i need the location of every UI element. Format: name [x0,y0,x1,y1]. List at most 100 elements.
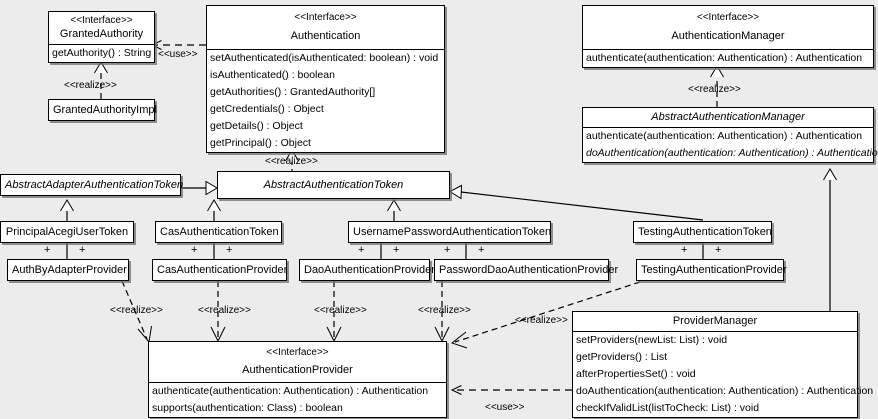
class-members: setProviders(newList: List) : void getPr… [573,331,874,417]
class-stereotype: <<Interface>> [696,12,760,23]
class-header: AbstractAuthenticationManager [583,108,873,127]
assoc-marker-cas-token-left: + [191,244,198,256]
class-members: authenticate(authentication: Authenticat… [583,127,878,162]
assoc-marker-principal-acegi-right: + [79,244,86,256]
class-box-abstract-adapter-authentication-token[interactable]: AbstractAdapterAuthenticationToken [0,174,184,196]
class-header: <<Interface>> AuthenticationProvider [149,342,446,382]
class-member: getProviders() : List [576,351,668,363]
class-name: AuthenticationProvider [242,364,353,376]
edge-castoken-extends-abstracttoken [207,199,221,221]
class-name: DaoAuthenticationProvider [304,264,435,276]
edge-label-use-granted-authority: <<use>> [158,49,198,60]
class-header: AbstractAdapterAuthenticationToken [1,175,184,195]
assoc-marker-testing-token-right: + [715,244,722,256]
class-name: Authentication [290,30,361,42]
class-header: CasAuthenticationProvider [153,260,288,280]
class-member: getDetails() : Object [210,120,303,132]
class-name: AbstractAuthenticationToken [263,179,404,191]
class-header: TestingAuthenticationToken [634,222,772,242]
class-stereotype: <<Interface>> [294,12,357,23]
class-box-username-password-authentication-token[interactable]: UsernamePasswordAuthenticationToken [348,221,551,243]
class-header: TestingAuthenticationProvider [637,260,787,280]
class-box-abstract-authentication-manager[interactable]: AbstractAuthenticationManager authentica… [582,107,878,163]
class-name: GrantedAuthorityImpl [53,104,157,116]
class-box-granted-authority[interactable]: <<Interface>> GrantedAuthority getAuthor… [48,11,155,63]
edge-userpasstoken-extends-abstracttoken [387,199,401,221]
edge-label-realize-granted-authority-impl: <<realize>> [64,80,117,91]
class-header: CasAuthenticationToken [156,222,281,242]
assoc-marker-userpass-token-a-left: + [358,244,365,256]
class-name: GrantedAuthority [59,28,144,40]
class-header: UsernamePasswordAuthenticationToken [349,222,552,242]
class-box-cas-authentication-provider[interactable]: CasAuthenticationProvider [152,259,287,281]
edge-label-use-provider-manager: <<use>> [485,402,525,413]
class-header: PasswordDaoAuthenticationProvider [435,260,619,280]
class-header: <<Interface>> GrantedAuthority [49,12,154,44]
class-name: CasAuthenticationToken [160,226,279,238]
class-members: setAuthenticated(isAuthenticated: boolea… [207,49,444,152]
class-box-password-dao-authentication-provider[interactable]: PasswordDaoAuthenticationProvider [434,259,619,281]
class-box-testing-authentication-provider[interactable]: TestingAuthenticationProvider [636,259,787,281]
class-member: setAuthenticated(isAuthenticated: boolea… [210,52,439,64]
assoc-marker-userpass-token-a-right: + [393,244,400,256]
class-name: PrincipalAcegiUserToken [5,226,129,238]
class-box-authentication-manager[interactable]: <<Interface>> AuthenticationManager auth… [582,5,874,68]
class-name: UsernamePasswordAuthenticationToken [353,226,552,238]
class-member: doAuthentication(authentication: Authent… [586,147,878,159]
class-box-dao-authentication-provider[interactable]: DaoAuthenticationProvider [299,259,435,281]
edge-label-realize-abstract-authentication-manager: <<realize>> [688,84,741,95]
class-box-cas-authentication-token[interactable]: CasAuthenticationToken [155,221,282,243]
class-member: doAuthentication(authentication: Authent… [576,385,874,397]
class-header: DaoAuthenticationProvider [300,260,435,280]
class-box-provider-manager[interactable]: ProviderManager setProviders(newList: Li… [572,311,874,418]
class-member: afterPropertiesSet() : void [576,368,696,380]
class-name: TestingAuthenticationToken [638,226,772,238]
edge-principalacegi-extends-abstractadapter [60,199,74,221]
class-box-authentication-provider[interactable]: <<Interface>> AuthenticationProvider aut… [148,341,447,418]
class-name: CasAuthenticationProvider [157,264,288,276]
class-member: isAuthenticated() : boolean [210,69,335,81]
class-box-testing-authentication-token[interactable]: TestingAuthenticationToken [633,221,772,243]
class-name: TestingAuthenticationProvider [641,264,787,276]
edge-label-realize-cas-authentication-provider: <<realize>> [198,305,251,316]
class-box-abstract-authentication-token[interactable]: AbstractAuthenticationToken [217,171,450,199]
class-box-principal-acegi-user-token[interactable]: PrincipalAcegiUserToken [0,221,134,243]
class-name: AuthenticationManager [671,30,785,42]
class-header: <<Interface>> Authentication [207,6,444,49]
class-header: AuthByAdapterProvider [8,260,128,280]
class-members: getAuthority() : String [49,44,154,62]
class-stereotype: <<Interface>> [266,347,329,358]
class-members: authenticate(authentication: Authenticat… [149,382,446,417]
edge-abstractadaptertoken-extends-abstracttoken [181,180,218,196]
class-box-auth-by-adapter-provider[interactable]: AuthByAdapterProvider [7,259,129,281]
assoc-marker-principal-acegi-left: + [44,244,51,256]
class-name: ProviderManager [672,315,758,327]
class-stereotype: <<Interface>> [70,15,133,26]
class-name: AuthByAdapterProvider [12,264,127,276]
class-name: AbstractAdapterAuthenticationToken [5,179,184,191]
class-box-authentication[interactable]: <<Interface>> Authentication setAuthenti… [206,5,445,153]
class-member: authenticate(authentication: Authenticat… [586,130,863,142]
class-header: PrincipalAcegiUserToken [1,222,133,242]
class-header: AbstractAuthenticationToken [218,172,449,198]
edge-label-realize-abstract-authentication-token: <<realize>> [265,156,318,167]
class-member: getCredentials() : Object [210,103,324,115]
class-name: PasswordDaoAuthenticationProvider [439,264,619,276]
class-header: ProviderManager [573,312,857,331]
assoc-marker-testing-token-left: + [681,244,688,256]
assoc-marker-cas-token-right: + [226,244,233,256]
assoc-marker-userpass-token-b-left: + [444,244,451,256]
edge-testingtoken-extends-abstracttoken [449,184,704,221]
class-member: setProviders(newList: List) : void [576,334,728,346]
class-name: AbstractAuthenticationManager [651,111,805,123]
class-members: authenticate(authentication: Authenticat… [583,49,873,67]
class-member: authenticate(authentication: Authenticat… [586,52,863,64]
edge-testingprovider-realizes-authenticationprovider [450,281,641,349]
class-member: authenticate(authentication: Authenticat… [152,385,429,397]
class-box-granted-authority-impl[interactable]: GrantedAuthorityImpl [48,99,157,121]
edge-label-realize-password-dao-authentication-provider: <<realize>> [418,305,471,316]
class-header: <<Interface>> AuthenticationManager [583,6,873,49]
class-member: getPrincipal() : Object [210,137,311,149]
